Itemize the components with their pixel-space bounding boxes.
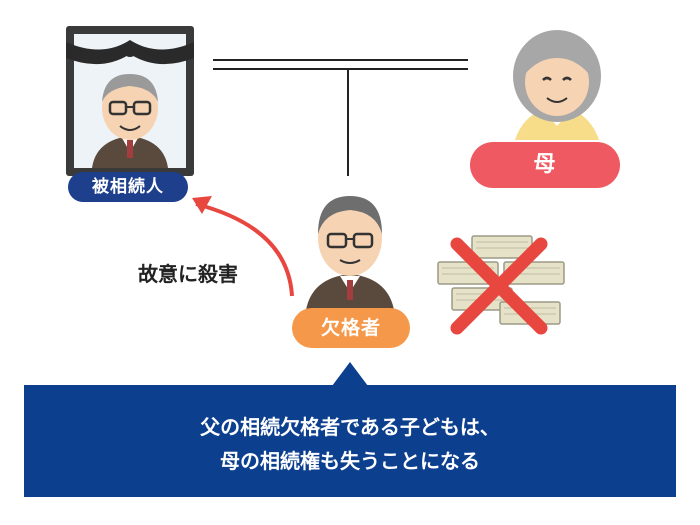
elderly-woman-icon bbox=[513, 30, 601, 140]
conclusion-line-2: 母の相続権も失うことになる bbox=[220, 449, 480, 473]
deceased-label: 被相続人 bbox=[68, 172, 188, 202]
mother-label: 母 bbox=[470, 142, 620, 188]
murder-text: 故意に殺害 bbox=[138, 262, 238, 286]
disqualified-heir-label: 欠格者 bbox=[292, 308, 410, 348]
memorial-portrait-icon bbox=[66, 26, 194, 176]
cross-mark-icon bbox=[450, 237, 548, 335]
man-with-glasses-icon bbox=[306, 196, 394, 310]
banner-pointer bbox=[332, 362, 368, 386]
conclusion-banner: 父の相続欠格者である子どもは、 母の相続権も失うことになる bbox=[24, 385, 676, 497]
conclusion-line-1: 父の相続欠格者である子どもは、 bbox=[200, 415, 500, 439]
